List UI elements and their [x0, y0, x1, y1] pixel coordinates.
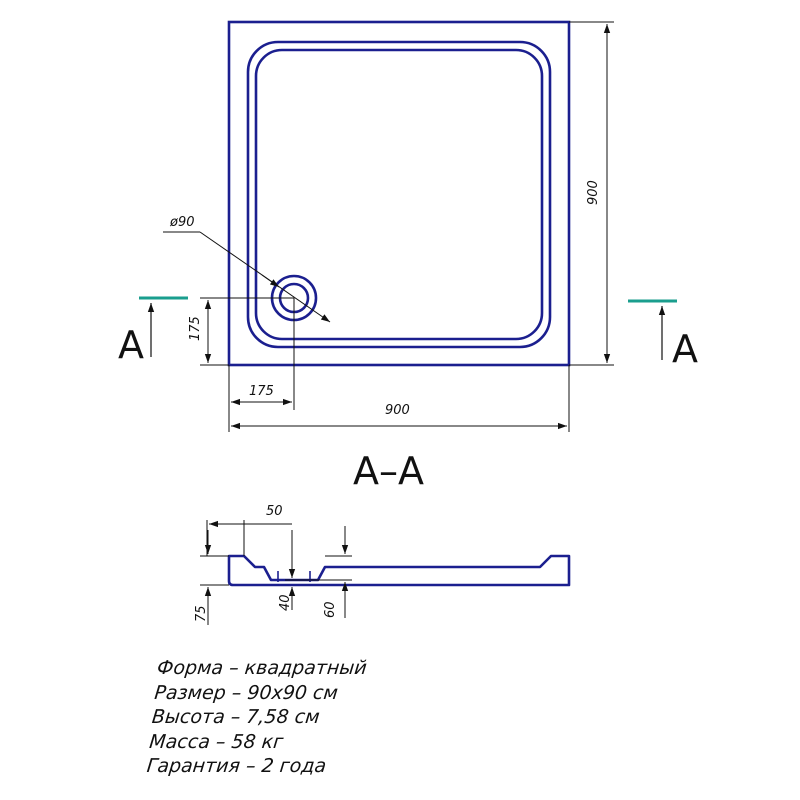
spec-warranty: Гарантия – 2 года — [145, 755, 328, 777]
spec-size: Размер – 90х90 см — [153, 681, 340, 704]
section-marker-right-letter: А — [672, 327, 698, 371]
tray-outer-outline — [227, 20, 571, 367]
height-dim-label: 900 — [586, 180, 601, 205]
dim50-label: 50 — [266, 504, 283, 519]
dim75-label: 75 — [194, 605, 209, 622]
drain-offset-x-label: 175 — [249, 384, 274, 399]
section-marker-left-letter: А — [118, 323, 144, 367]
tray-inner-rim — [246, 40, 552, 349]
spec-shape: Форма – квадратный — [156, 657, 368, 679]
specifications-list: Форма – квадратный Размер – 90х90 см Выс… — [146, 656, 368, 779]
dim60-label: 60 — [323, 601, 338, 618]
spec-height: Высота – 7,58 см — [150, 706, 321, 728]
spec-weight: Масса – 58 кг — [148, 730, 285, 753]
drain-offset-y-label: 175 — [188, 316, 203, 341]
dim40-label: 40 — [278, 594, 293, 611]
tray-basin-edge — [254, 48, 544, 341]
drain-diameter-label: ø90 — [169, 215, 195, 230]
drain-diameter-arrow-in — [261, 274, 280, 288]
section-view: А–А 50 75 40 60 — [194, 449, 571, 625]
section-title: А–А — [353, 449, 424, 493]
plan-view: ø90 900 900 175 175 А А — [118, 20, 698, 432]
tray-section-profile — [227, 554, 571, 587]
width-dim-label: 900 — [385, 403, 410, 418]
